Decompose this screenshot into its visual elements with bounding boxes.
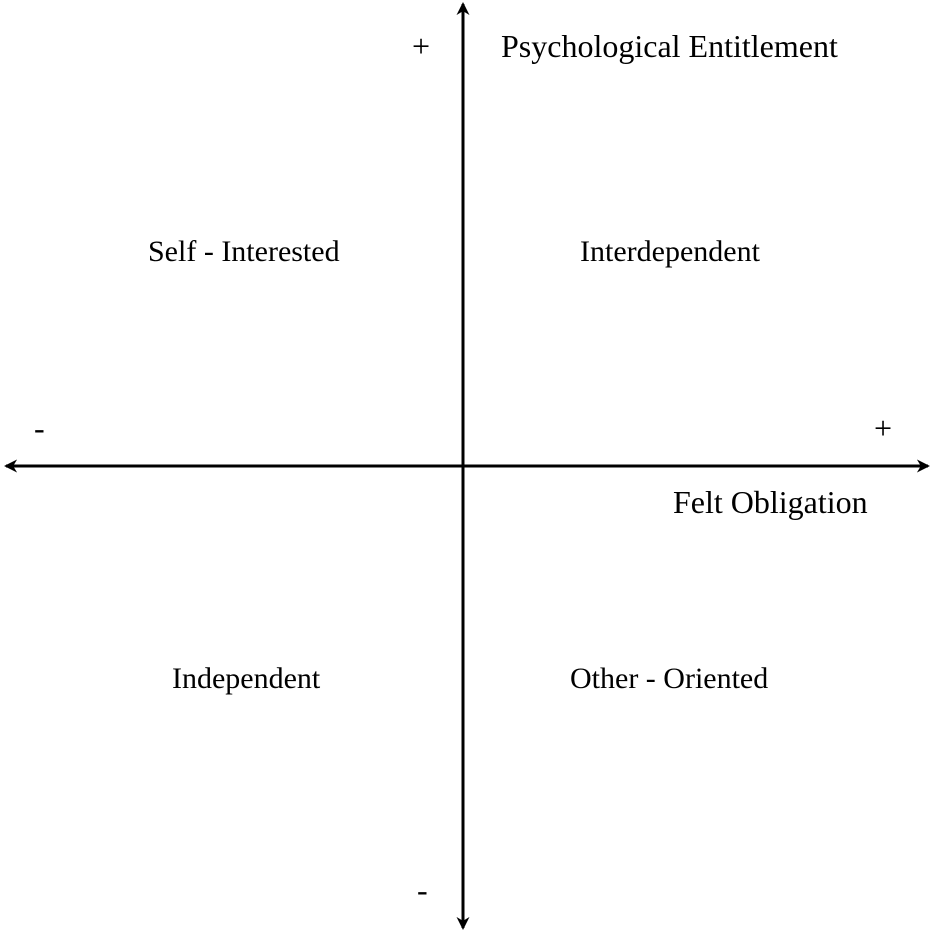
quadrant-bottom-right-label: Other - Oriented: [570, 662, 769, 695]
x-axis-plus-label: +: [874, 410, 893, 446]
x-axis-minus-label: -: [34, 410, 45, 446]
quadrant-top-left-label: Self - Interested: [148, 235, 340, 268]
quadrant-bottom-left-label: Independent: [172, 662, 321, 695]
y-axis-minus-label: -: [417, 872, 428, 908]
y-axis-plus-label: +: [412, 28, 431, 64]
y-axis-title: Psychological Entitlement: [501, 28, 838, 64]
quadrant-top-right-label: Interdependent: [580, 235, 760, 268]
x-axis-title: Felt Obligation: [673, 484, 868, 520]
